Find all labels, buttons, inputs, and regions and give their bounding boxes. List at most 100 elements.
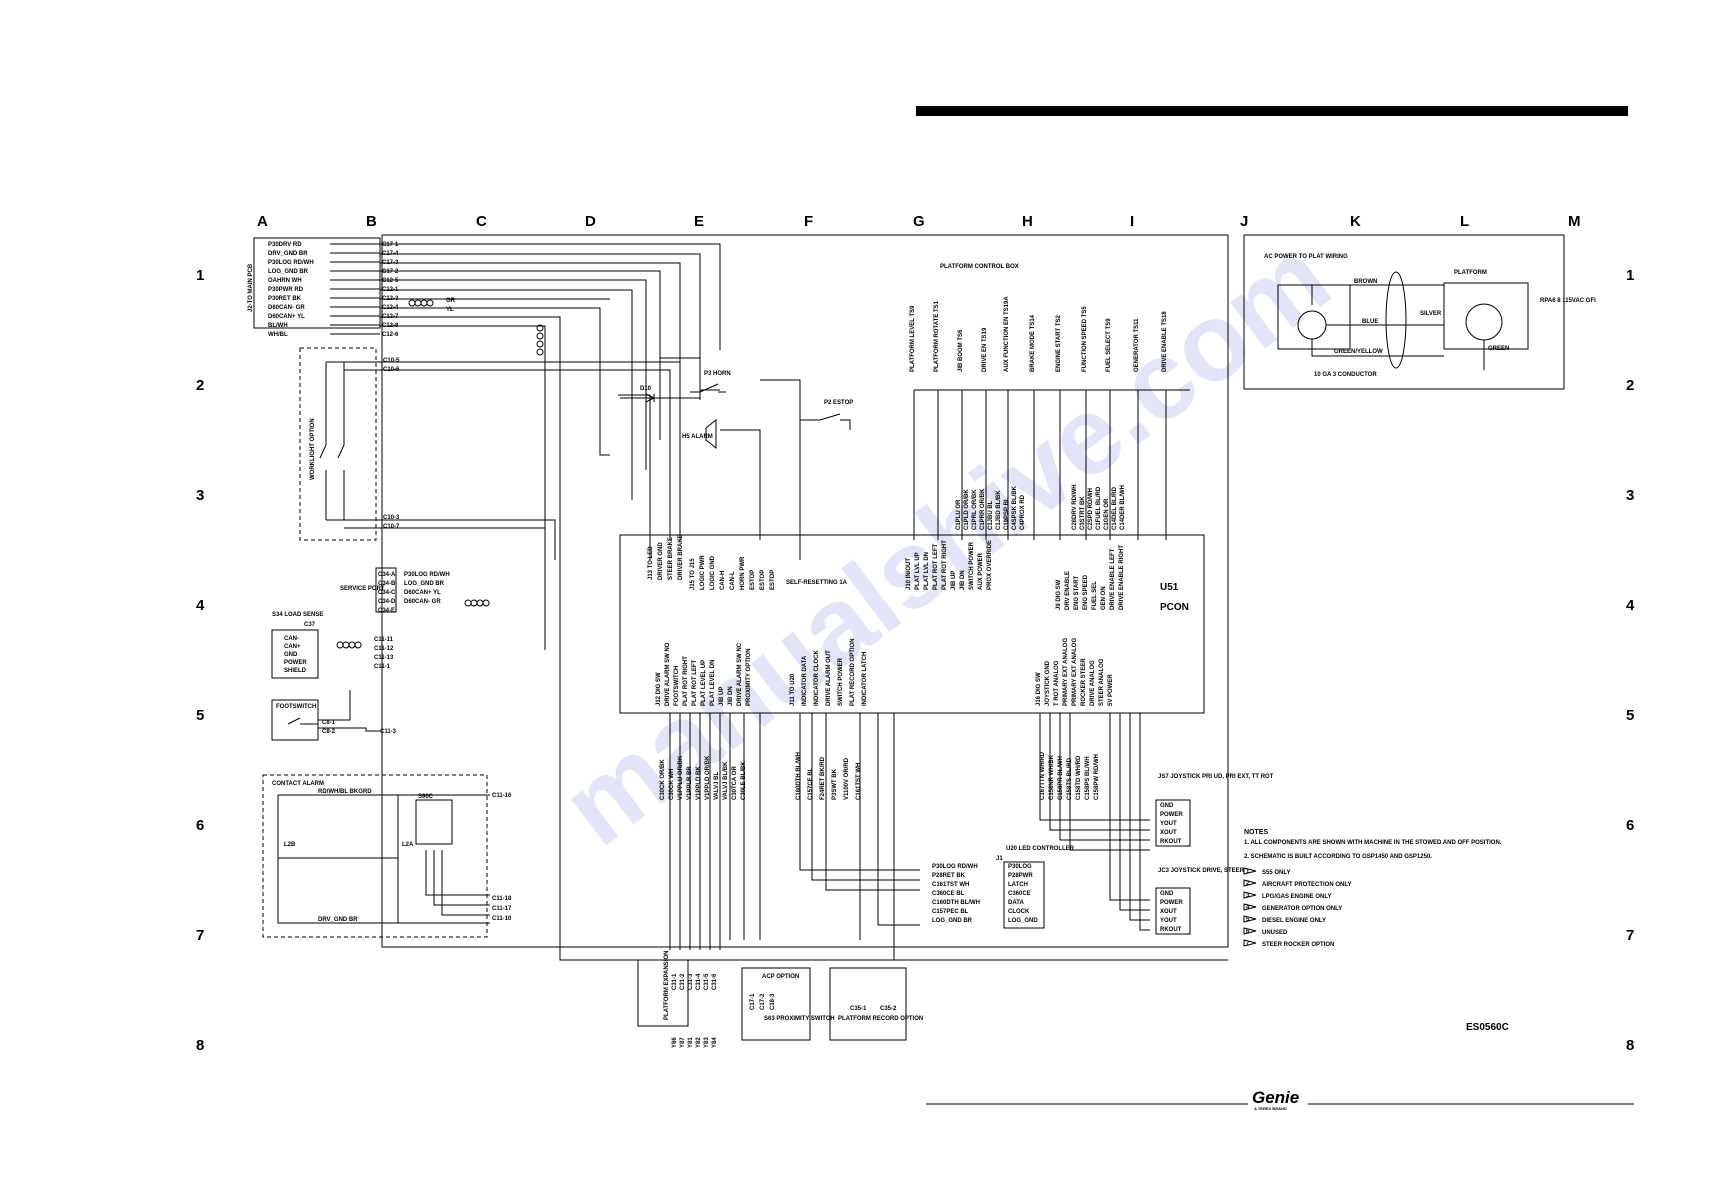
j9-label: DRIVE ENABLE RIGHT [1119, 545, 1125, 610]
drawing-number: ES0560C [1466, 1022, 1509, 1033]
note-flag-icon [1243, 867, 1257, 875]
column-label: C [476, 213, 487, 230]
j15-label: LOGIC GND [710, 555, 716, 590]
service-wire: LOG_GND BR [404, 581, 445, 587]
j11-wire-label: C160DTH BL/WH [796, 752, 802, 800]
notes-line-1: 1. ALL COMPONENTS ARE SHOWN WITH MACHINE… [1244, 840, 1502, 846]
genie-logo-sub: A TEREX BRAND [1254, 1106, 1287, 1111]
js3-pin: XOUT [1160, 909, 1177, 915]
contact-alarm-box [262, 774, 488, 938]
j11-wire-label: F24RET BK/RD [820, 756, 826, 800]
harness-pin-label: C12-6 [382, 332, 399, 338]
harness-wire-label: WH/BL [268, 332, 288, 338]
top-switch-label: FUEL SELECT TS9 [1106, 318, 1112, 372]
load-sense: S34 LOAD SENSE C37 CAN-CAN+GNDPOWERSHIEL… [271, 612, 394, 679]
j11-label: J11 TO U20 [790, 673, 796, 706]
js7-pin: XOUT [1160, 830, 1177, 836]
led-pin-label: P28PWR [1008, 873, 1033, 879]
top-switch-wiring [913, 389, 1190, 540]
harness-pin-label: C17-2 [382, 269, 399, 275]
control-box-label: PLATFORM CONTROL BOX [940, 264, 1019, 270]
j10-label: PLAT ROT LEFT [933, 543, 939, 590]
platform-wire: Y83 [704, 1037, 710, 1048]
j9-label: DRV ENABLE [1065, 571, 1071, 610]
engine-wire-label: C2SPD RD/WH [1088, 488, 1094, 530]
j12-wire-label: VALVJ BL [714, 772, 720, 800]
js7-pin: YOUT [1160, 821, 1177, 827]
led-pin-label: LOG_GND [1008, 918, 1038, 924]
ac-wire-greenyellow: GREEN/YELLOW [1334, 349, 1383, 355]
engine-wire-label: C14DER BL/WH [1120, 485, 1126, 530]
j10-label: JIB DN [960, 570, 966, 590]
led-wire-label: P30LOG RD/WH [932, 864, 978, 870]
ac-wire-silver: SILVER [1420, 311, 1442, 317]
j12-label: PLAT ROT RIGHT [683, 656, 689, 706]
note-flag-number: 3 [1246, 893, 1250, 899]
platform-wire-label: C1PRL OR/BK [972, 489, 978, 530]
contact-alarm-pin-3: C11-17 [492, 906, 512, 912]
j16-label: STEER ANALOG [1099, 658, 1105, 706]
service-pin: C34-B [378, 581, 396, 587]
load-sense-pin: C11-1 [374, 664, 391, 670]
note-flag-icon [1243, 939, 1257, 947]
note-flag-icon [1243, 915, 1257, 923]
j16-wire-label: C158PS BL/WH [1085, 756, 1091, 800]
j15-label: J15 TO J15 [690, 558, 696, 590]
platform-pin: C31-3 [688, 973, 694, 990]
load-sense-pin: C11-12 [374, 646, 394, 652]
js7-pin: GND [1160, 803, 1174, 809]
note-flag-number: 2 [1246, 881, 1250, 887]
j12-label: DRIVE ALARM SW NC [737, 642, 743, 706]
led-controller-label: U20 LED CONTROLLER [1006, 846, 1075, 852]
worklight-pin-bot-2: C10-7 [383, 524, 400, 530]
horn-switch [690, 383, 726, 393]
j13-label: STEER BRAKE [668, 537, 674, 580]
joystick-js3: JC3 JOYSTICK DRIVE, STEER GNDPOWERXOUTYO… [1155, 868, 1245, 935]
harness-wire-label: P30PWR RD [268, 287, 304, 293]
note-option-label: STEER ROCKER OPTION [1262, 942, 1334, 948]
pcon-name: U51 [1160, 582, 1179, 593]
j11-label: PLAT RECORD OPTION [850, 638, 856, 706]
acp-part-label: S63 PROXIMITY SWITCH [764, 1016, 835, 1022]
harness-wire-label: OAHRN WH [268, 278, 302, 284]
worklight-pin-top-2: C10-6 [383, 367, 400, 373]
row-label: 3 [196, 487, 204, 504]
platform-pin: C31-4 [696, 973, 702, 990]
note-option-label: AIRCRAFT PROTECTION ONLY [1262, 882, 1351, 888]
acp-pin: C18-3 [770, 993, 776, 1010]
contact-alarm-s90c: S90C [418, 794, 434, 800]
contact-alarm-l2b: L2B [284, 842, 296, 848]
platform-wire: Y86 [672, 1037, 678, 1048]
platform-pin: C31-2 [680, 973, 686, 990]
js3-pin: GND [1160, 891, 1174, 897]
j15-label: ESTOP [750, 570, 756, 590]
row-label: 3 [1626, 487, 1634, 504]
led-wire-label: C157PEC BL [932, 909, 969, 915]
note-flag-icon [1243, 879, 1257, 887]
js3-pin: RKOUT [1160, 927, 1182, 933]
row-label: 6 [196, 817, 204, 834]
j9-label: ENG SPEED [1083, 574, 1089, 610]
js7-pin: POWER [1160, 812, 1183, 818]
note-flag-number: 4 [1246, 905, 1250, 911]
led-pin-label: CLOCK [1008, 909, 1030, 915]
led-wire-label: C360CE BL [932, 891, 965, 897]
row-label: 6 [1626, 817, 1634, 834]
platform-wire-label: C4SPSK BL/BK [1012, 485, 1018, 530]
j11-label: DRIVE ALARM OUT [826, 650, 832, 706]
j12-wire-label: VALVJ BL/BK [723, 761, 729, 800]
column-label: F [804, 213, 813, 230]
j10-label: PROX OVERRIDE [987, 540, 993, 590]
row-label: 2 [196, 377, 204, 394]
platform-wire: Y81 [688, 1037, 694, 1048]
